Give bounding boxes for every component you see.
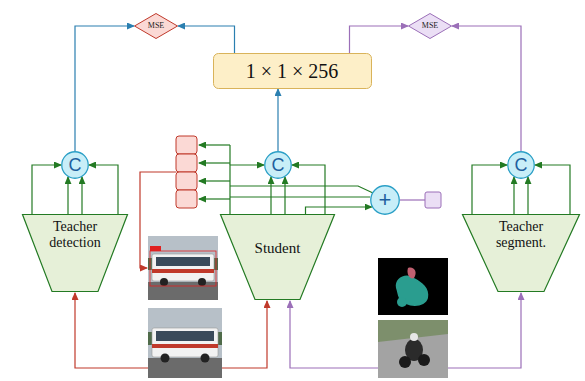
connector: [230, 165, 264, 214]
network-trapezoid: Student: [220, 214, 335, 300]
bus-photo: [148, 308, 222, 378]
node-label: Teacher segment.: [476, 219, 566, 251]
sum-circle: +: [370, 185, 400, 215]
bounding-box: [150, 251, 216, 286]
bus-wheel: [201, 354, 210, 363]
concat-circle: C: [507, 151, 535, 179]
connector: [277, 89, 278, 151]
bus-wheel: [161, 354, 170, 363]
connector: [89, 165, 118, 214]
photo-road: [378, 334, 448, 378]
mask-blob: [396, 276, 429, 306]
diamond-outline: [135, 14, 178, 39]
feature-wire: [199, 162, 230, 163]
connector: [535, 165, 570, 214]
input-wire: [222, 301, 267, 368]
circle-outline: [508, 152, 535, 179]
network-trapezoid: Teacher detection: [22, 214, 128, 292]
photo-road: [148, 282, 218, 300]
concat-circle: C: [61, 151, 89, 179]
feature-cell: [176, 154, 197, 172]
bike-wheel: [418, 354, 430, 366]
bus-body: [152, 254, 214, 281]
box-tag: [150, 246, 161, 251]
connector: [32, 165, 61, 214]
photo-road: [148, 358, 222, 378]
node-label: MSE: [422, 21, 438, 30]
loss-diamond: MSE: [408, 13, 452, 39]
connector: [527, 177, 528, 214]
feature-stack: [176, 136, 197, 208]
connector: [270, 177, 271, 214]
circle-outline: [371, 186, 400, 215]
network-trapezoid: Teacher segment.: [462, 214, 580, 292]
trapezoid-outline: [463, 215, 580, 292]
feature-wire: [230, 196, 370, 197]
bus-body: [152, 328, 218, 357]
node-label: Teacher detection: [36, 219, 114, 251]
feature-wire: [199, 180, 230, 181]
connector: [284, 177, 285, 214]
connector: [75, 26, 134, 151]
photo-grass: [378, 320, 448, 378]
connector: [178, 26, 235, 53]
node-label: MSE: [148, 21, 164, 30]
helmet: [410, 333, 418, 341]
bus-photo-annotated: [148, 236, 218, 300]
feature-box: 1 × 1 × 256: [213, 53, 372, 89]
motorbike-photo: [378, 320, 448, 378]
connector: [350, 26, 409, 53]
photo-sky: [148, 236, 218, 300]
connector: [452, 26, 521, 151]
connector: [513, 177, 514, 214]
connector: [81, 177, 82, 214]
connector: [306, 207, 372, 214]
bus-stripe: [152, 344, 218, 348]
input-wire: [448, 293, 521, 368]
feature-wire: [199, 198, 230, 199]
node-label: C: [515, 155, 528, 176]
input-wire: [290, 301, 378, 368]
feature-branches: [199, 145, 373, 199]
mask-rider: [407, 268, 415, 279]
feature-wire: [229, 145, 230, 165]
node-label: 1 × 1 × 256: [246, 60, 339, 83]
segmentation-mask: [378, 258, 448, 315]
node-label: C: [272, 155, 285, 176]
circle-outline: [62, 152, 89, 179]
photo-sky: [148, 308, 222, 378]
bus-wheel: [160, 278, 168, 286]
input-wire: [75, 293, 148, 368]
node-label: Student: [234, 240, 321, 257]
circle-outline: [265, 152, 292, 179]
node-label: +: [379, 187, 392, 212]
bus-windows: [156, 257, 210, 266]
connector: [472, 165, 507, 214]
concat-circle: C: [264, 151, 292, 179]
bus-stripe: [152, 269, 214, 273]
feature-cell: [176, 190, 197, 208]
feature-cell: [176, 136, 197, 154]
bus-windows: [156, 331, 214, 341]
connector: [67, 177, 68, 214]
box-outline: [213, 54, 371, 89]
bus-wheel: [198, 278, 206, 286]
feature-cell: [176, 172, 197, 190]
bike-wheel: [399, 356, 411, 368]
mask-ground: [378, 258, 448, 315]
feature-wire: [199, 144, 230, 145]
trapezoid-outline: [23, 215, 128, 292]
mask-wheel: [397, 297, 407, 307]
node-label: C: [69, 155, 82, 176]
feature-wire: [230, 186, 373, 193]
loss-diamond: MSE: [134, 13, 178, 39]
diamond-outline: [409, 14, 452, 39]
fusion-wire: [400, 199, 425, 200]
trapezoid-outline: [221, 215, 335, 300]
fused-feature: [425, 192, 441, 208]
node-shape: [220, 214, 335, 300]
